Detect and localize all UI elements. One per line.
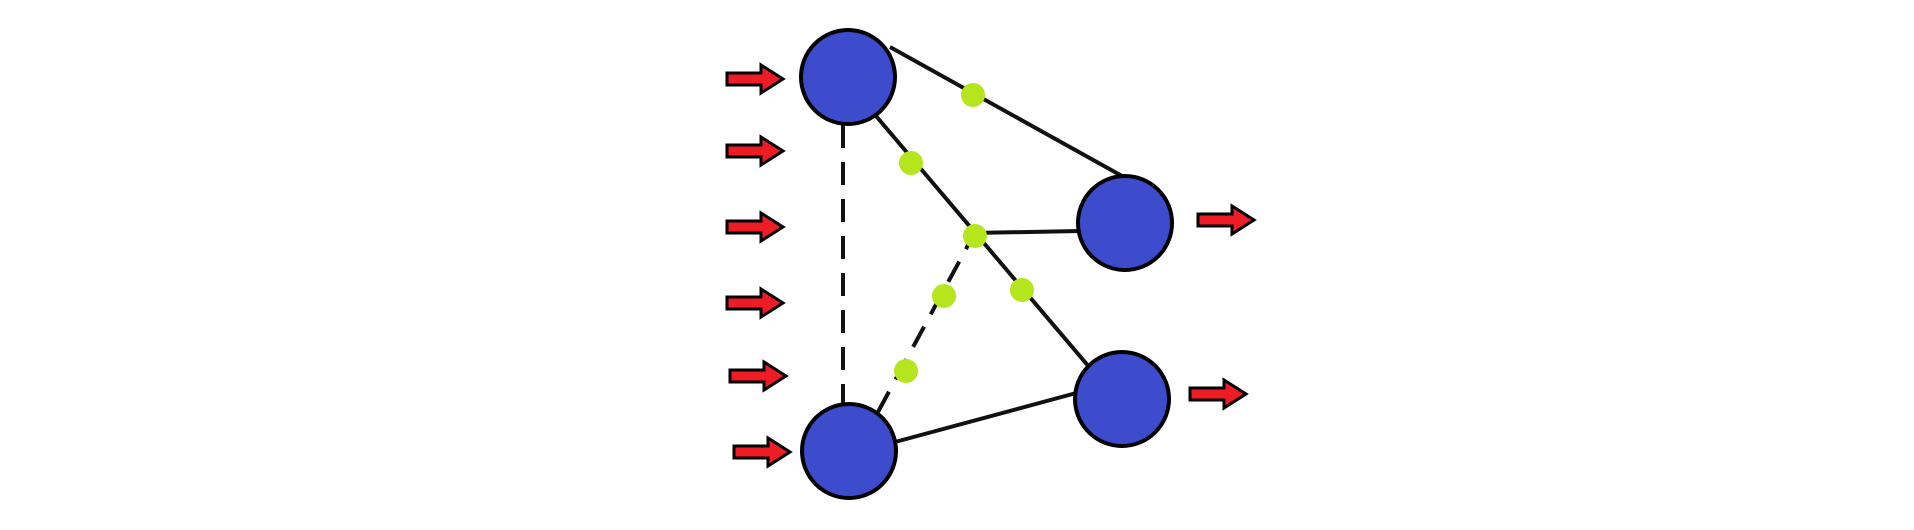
right-arrow-icon xyxy=(725,286,786,320)
right-arrow-icon xyxy=(732,435,793,469)
node-lower-right xyxy=(1073,350,1171,448)
edge-bottom-left-to-center-junction xyxy=(876,235,975,413)
node-top-left xyxy=(799,28,897,126)
right-arrow-icon xyxy=(725,62,786,96)
right-arrow-icon xyxy=(725,210,786,244)
right-arrow-icon xyxy=(1196,203,1257,237)
right-arrow-icon xyxy=(725,134,786,168)
arrows-layer xyxy=(725,62,1257,469)
node-bottom-left xyxy=(800,402,898,500)
junction-dot-icon xyxy=(1010,278,1034,302)
edge-bottom-left-to-lower-right xyxy=(894,390,1081,444)
nodes-layer xyxy=(799,28,1174,500)
junction-dot-icon xyxy=(963,224,987,248)
junction-dot-icon xyxy=(894,359,918,383)
right-arrow-icon xyxy=(1188,377,1249,411)
edge-center-junction-to-upper-right xyxy=(972,229,1081,235)
junction-dot-icon xyxy=(899,151,923,175)
right-arrow-icon xyxy=(728,359,789,393)
junction-dot-icon xyxy=(932,284,956,308)
node-upper-right xyxy=(1076,174,1174,272)
edge-top-left-to-upper-right xyxy=(889,45,1123,178)
junction-dot-icon xyxy=(961,83,985,107)
junction-dots-layer xyxy=(894,83,1034,383)
